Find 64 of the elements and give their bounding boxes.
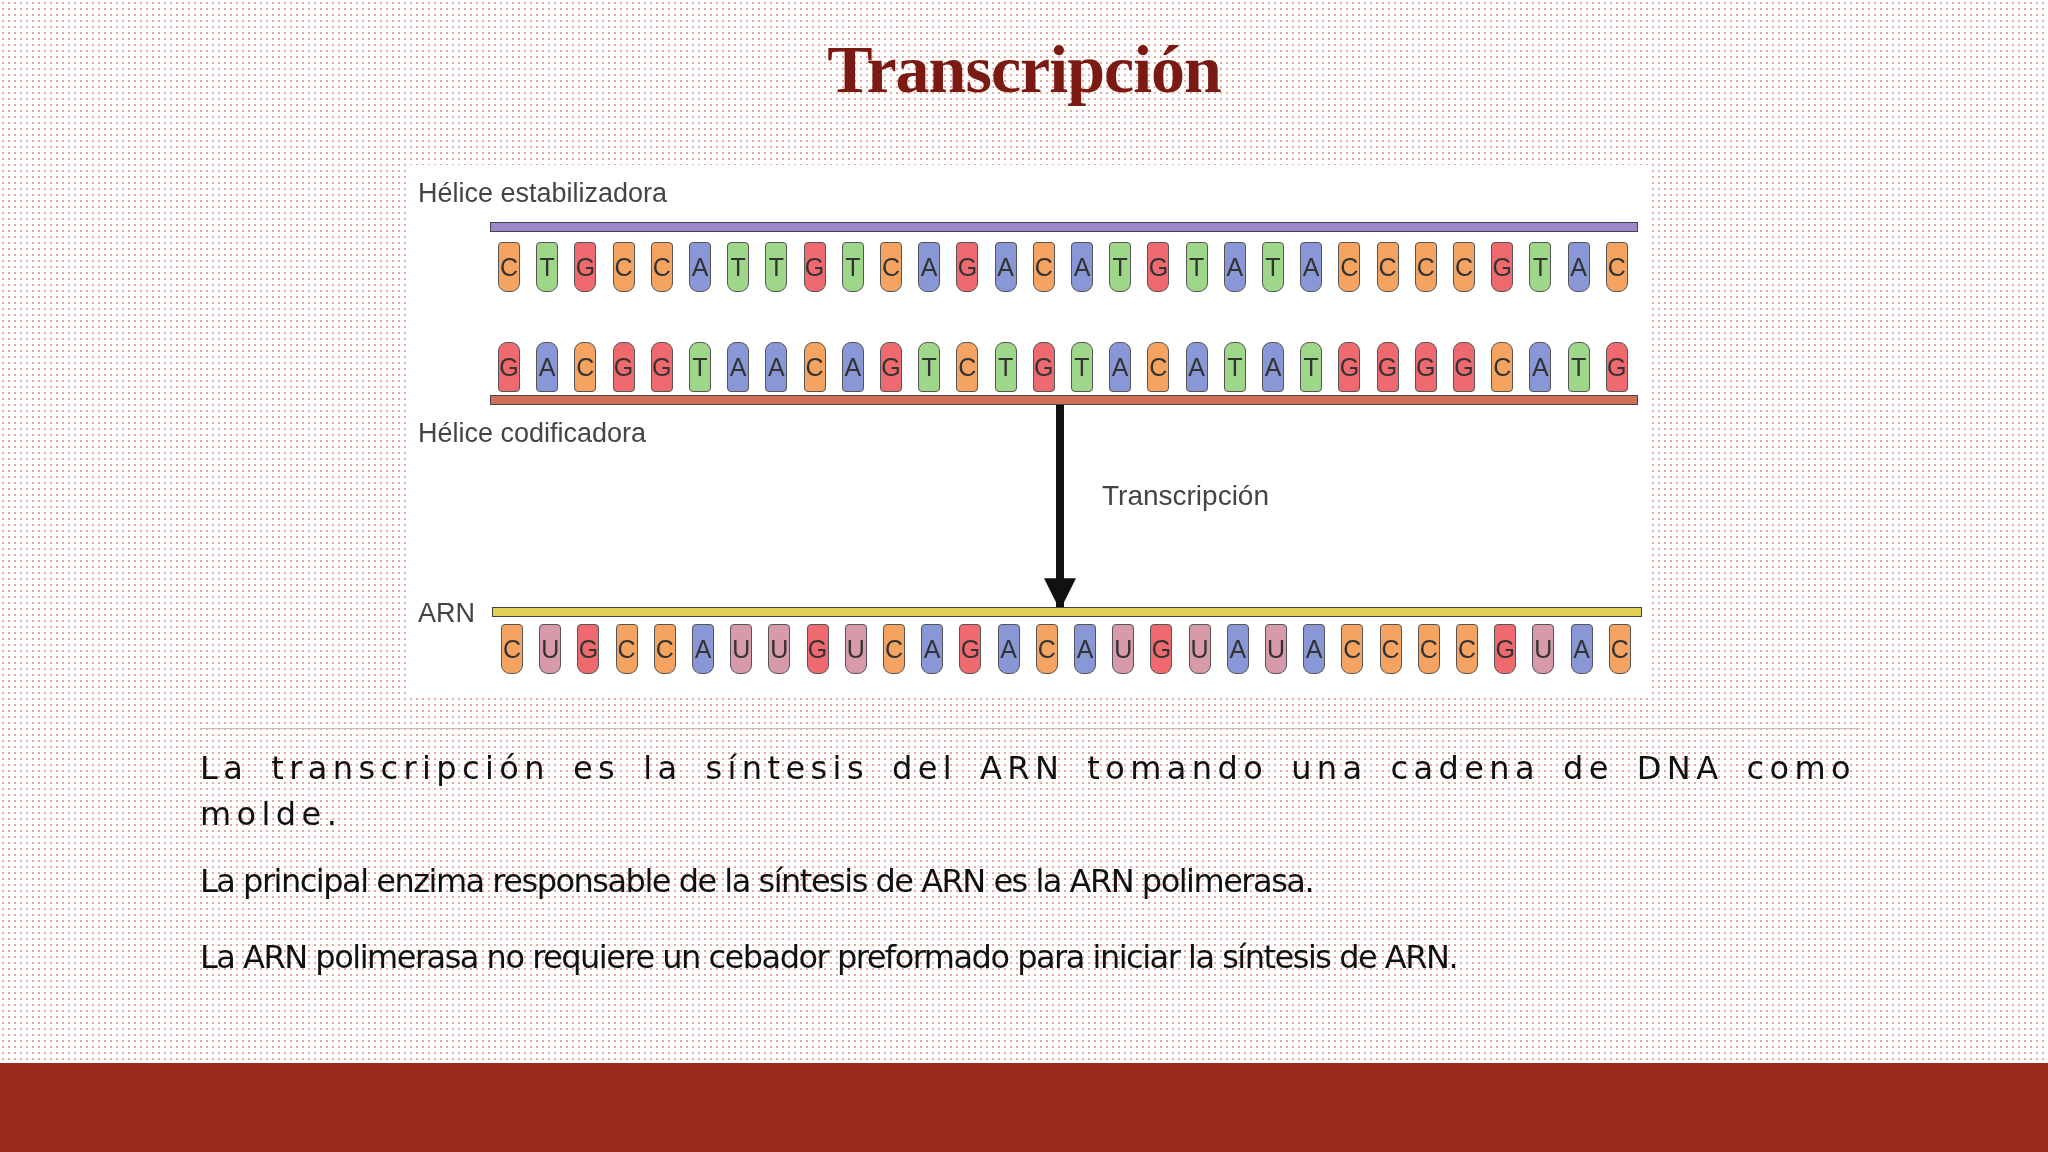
nucleotide-block: C: [574, 342, 597, 392]
nucleotide-block: U: [1265, 624, 1287, 674]
nucleotide-block: T: [765, 242, 788, 292]
nucleotide-block: G: [956, 242, 979, 292]
nucleotide-block: G: [1338, 342, 1361, 392]
nucleotide-block: C: [501, 624, 523, 674]
strand-bar: [490, 222, 1638, 232]
nucleotide-block: A: [1303, 624, 1326, 674]
nucleotide-block: C: [1338, 242, 1361, 292]
nucleotide-block: T: [1109, 242, 1132, 292]
strand-label: Hélice codificadora: [418, 418, 647, 449]
nucleotide-block: T: [727, 242, 750, 292]
nucleotide-block: U: [1532, 624, 1555, 674]
nucleotide-block: U: [730, 624, 753, 674]
nucleotide-block: G: [959, 624, 982, 674]
nucleotide-block: A: [1071, 242, 1093, 292]
nucleotide-block: T: [689, 342, 711, 392]
nucleotide-block: U: [768, 624, 791, 674]
nucleotide-block: T: [1262, 242, 1284, 292]
nucleotide-block: A: [1529, 342, 1552, 392]
nucleotide-block: U: [539, 624, 562, 674]
title: Transcripción: [826, 30, 1222, 109]
nucleotide-block: A: [765, 342, 788, 392]
nucleotide-block: C: [498, 242, 520, 292]
nucleotide-block: A: [918, 242, 941, 292]
nucleotide-block: C: [1453, 242, 1475, 292]
nucleotide-block: A: [921, 624, 944, 674]
nucleotide-block: A: [1109, 342, 1132, 392]
nucleotide-block: C: [1491, 342, 1514, 392]
nucleotide-block: A: [1262, 342, 1284, 392]
nucleotide-block: G: [498, 342, 520, 392]
nucleotide-block: A: [536, 342, 559, 392]
nucleotide-block: A: [1300, 242, 1323, 292]
paragraph-text: La principal enzima responsable de la síntesis de ARN es la ARN polimerasa.: [200, 862, 1315, 900]
strand-label: Hélice estabilizadora: [418, 178, 668, 209]
nucleotide-block: G: [1147, 242, 1170, 292]
nucleotide-block: G: [577, 624, 600, 674]
nucleotide-block: C: [1147, 342, 1170, 392]
paragraph-text: La transcripción es la síntesis del ARN tomando una cadena de DNA como molde.: [200, 748, 1856, 835]
nucleotide-block: G: [1150, 624, 1173, 674]
nucleotide-block: C: [883, 624, 905, 674]
nucleotide-block: G: [1491, 242, 1514, 292]
strand-bar: [490, 395, 1638, 405]
strand-label: ARN: [418, 598, 475, 629]
nucleotide-block: A: [727, 342, 750, 392]
paragraph-text: La ARN polimerasa no requiere un cebador preformado para iniciar la síntesis de ARN.: [200, 938, 1459, 976]
nucleotide-block: C: [1341, 624, 1364, 674]
nucleotide-block: T: [1071, 342, 1093, 392]
nucleotide-block: G: [1453, 342, 1475, 392]
nucleotide-block: A: [692, 624, 714, 674]
nucleotide-block: T: [536, 242, 559, 292]
nucleotide-block: G: [880, 342, 902, 392]
nucleotide-block: A: [689, 242, 711, 292]
nucleotide-block: C: [880, 242, 902, 292]
nucleotide-block: T: [1529, 242, 1552, 292]
nucleotide-block: A: [1074, 624, 1096, 674]
nucleotide-block: T: [1300, 342, 1323, 392]
nucleotide-block: G: [574, 242, 597, 292]
nucleotide-block: T: [918, 342, 941, 392]
nucleotide-block: C: [1456, 624, 1478, 674]
strand-bar: [492, 607, 1642, 617]
nucleotide-block: C: [956, 342, 979, 392]
nucleotide-block: G: [1494, 624, 1517, 674]
nucleotide-block: U: [1112, 624, 1135, 674]
